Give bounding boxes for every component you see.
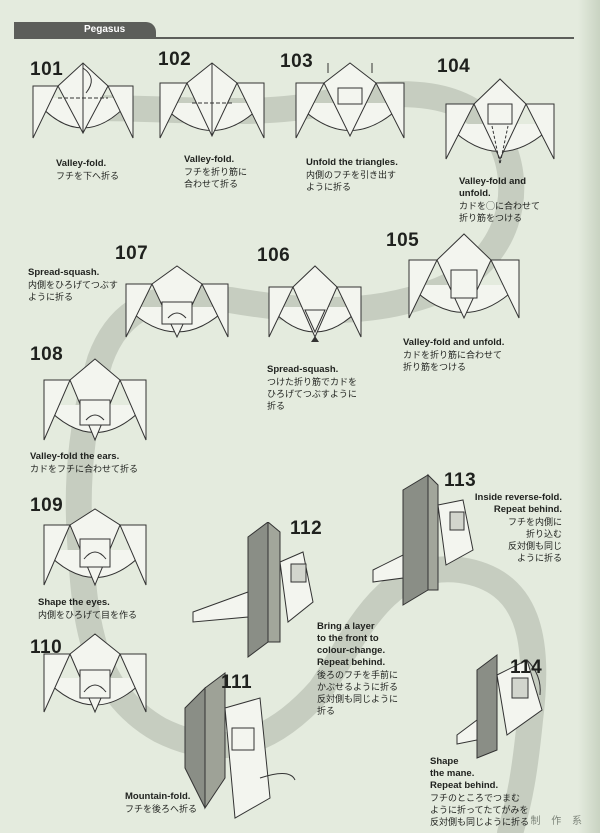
step-number-107: 107 [115,243,149,264]
step-number-109: 109 [30,495,64,516]
step-number-108: 108 [30,344,64,365]
diagram-110 [43,633,147,714]
caption-114-jp-1: フチのところでつまむ [430,793,521,803]
caption-101-en-1: Valley-fold. [56,158,107,169]
caption-113-en-1: Inside reverse-fold. [474,492,562,503]
caption-113-jp-3: 反対側も同じ [507,541,562,551]
step-number-111: 111 [221,672,253,693]
step-number-106: 106 [257,245,291,266]
diagram-103 [295,62,405,139]
diagram-104 [445,78,555,165]
diagram-109 [43,508,147,587]
caption-106-jp-3: 折る [267,401,286,411]
caption-112-en-4: Repeat behind. [317,657,386,668]
caption-107-jp-2: ように折る [28,292,74,302]
step-number-113: 113 [444,470,477,491]
caption-111-jp-1: フチを後ろへ折る [125,804,198,814]
caption-114-en-1: Shape [430,756,459,767]
header-tab: Pegasus [14,22,156,38]
caption-106-en-1: Spread-squash. [267,364,339,375]
step-number-105: 105 [386,230,420,251]
diagram-102 [159,62,265,139]
caption-101-jp-1: フチを下へ折る [56,171,120,181]
page-edge [578,0,600,833]
caption-114-jp-3: 反対側も同じように折る [430,817,530,827]
caption-113-jp-1: フチを内側に [507,517,562,527]
caption-112-jp-3: 反対側も同じように [317,694,399,704]
step-number-103: 103 [280,51,314,72]
diagram-113 [372,473,474,606]
caption-105-jp-1: カドを折り筋に合わせて [403,350,503,360]
caption-114-jp-2: ように折ってたてがみを [430,805,529,815]
caption-112-jp-1: 後ろのフチを手前に [317,670,399,680]
caption-102-jp-1: フチを折り筋に [184,167,248,177]
caption-103-en-1: Unfold the triangles. [306,157,398,168]
header-rule [14,37,574,39]
step-number-112: 112 [290,518,323,539]
caption-109: Shape the eyes. 内側をひろげて目を作る [38,597,137,621]
caption-104-jp-1: カドを◯に合わせて [459,201,541,211]
step-number-101: 101 [30,59,64,80]
diagram-108 [43,358,147,442]
step-number-110: 110 [30,637,63,658]
caption-112: Bring a layer to the front to colour-cha… [317,621,398,717]
caption-107: Spread-squash. 内側をひろげてつぶす ように折る [28,267,118,303]
caption-104: Valley-fold and unfold. カドを◯に合わせて 折り筋をつけ… [459,176,540,224]
caption-103-jp-1: 内側のフチを引き出す [306,170,397,180]
caption-111: Mountain-fold. フチを後ろへ折る [125,791,197,815]
diagram-112 [192,522,314,658]
caption-108: Valley-fold the ears. カドをフチに合わせて折る [30,451,138,475]
caption-106: Spread-squash. つけた折り筋でカドを ひろげてつぶすように 折る [267,364,357,412]
caption-114-en-3: Repeat behind. [430,780,499,791]
caption-112-jp-4: 折る [317,706,336,716]
caption-113: Inside reverse-fold. Repeat behind. フチを内… [438,492,562,564]
caption-111-en-1: Mountain-fold. [125,791,191,802]
step-number-102: 102 [158,49,192,70]
step-number-114: 114 [510,657,543,678]
caption-109-en-1: Shape the eyes. [38,597,110,608]
caption-108-jp-1: カドをフチに合わせて折る [30,464,139,474]
caption-114: Shape the mane. Repeat behind. フチのところでつま… [430,756,529,828]
watermark: 制 作 系 [530,816,586,827]
caption-113-jp-4: ように折る [516,553,562,563]
diagram-114 [456,654,543,759]
caption-108-en-1: Valley-fold the ears. [30,451,120,462]
caption-106-jp-2: ひろげてつぶすように [267,389,357,399]
caption-102-en-1: Valley-fold. [184,154,235,165]
step-number-104: 104 [437,56,471,77]
diagram-111 [184,672,296,819]
caption-113-jp-2: 折り込む [525,529,562,539]
caption-114-en-2: the mane. [430,768,475,779]
caption-102-jp-2: 合わせて折る [184,179,239,189]
caption-105-en-1: Valley-fold and unfold. [403,337,505,348]
diagram-106 [268,265,362,342]
caption-105-jp-2: 折り筋をつける [403,362,467,372]
caption-112-en-1: Bring a layer [317,621,375,632]
caption-107-jp-1: 内側をひろげてつぶす [28,280,118,290]
caption-104-en-1: Valley-fold and [459,176,527,187]
caption-105: Valley-fold and unfold. カドを折り筋に合わせて 折り筋を… [403,337,504,373]
caption-113-en-2: Repeat behind. [493,504,562,515]
caption-104-en-2: unfold. [459,188,491,199]
caption-106-jp-1: つけた折り筋でカドを [267,377,358,387]
caption-107-en-1: Spread-squash. [28,267,100,278]
diagram-101 [32,62,134,139]
caption-109-jp-1: 内側をひろげて目を作る [38,610,138,620]
caption-112-en-3: colour-change. [317,645,386,656]
caption-112-en-2: to the front to [317,633,379,644]
diagram-105 [408,233,520,320]
caption-103-jp-2: ように折る [306,182,352,192]
diagram-107 [125,265,229,339]
caption-104-jp-2: 折り筋をつける [459,213,523,223]
caption-102: Valley-fold. フチを折り筋に 合わせて折る [184,154,247,190]
page-title: Pegasus [84,24,126,35]
caption-103: Unfold the triangles. 内側のフチを引き出す ように折る [306,157,398,193]
caption-101: Valley-fold. フチを下へ折る [56,158,119,182]
caption-112-jp-2: かぶせるように折る [317,682,399,692]
